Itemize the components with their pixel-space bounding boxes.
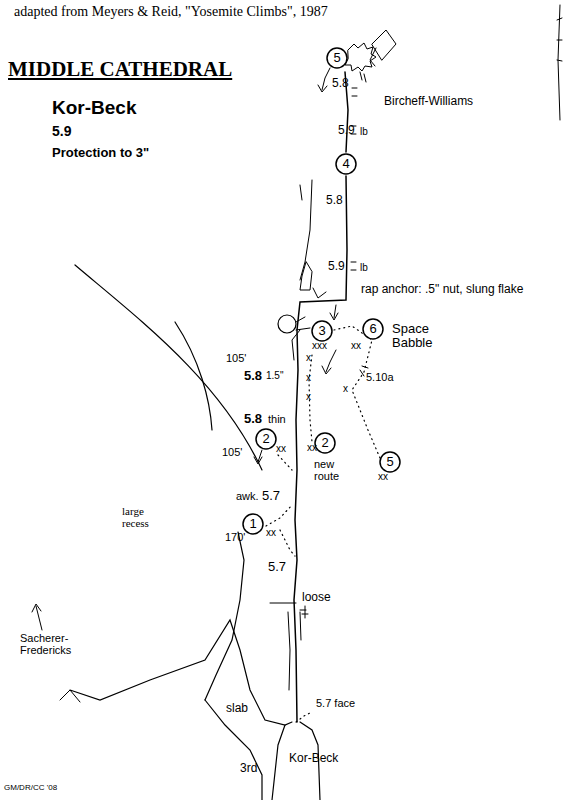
- route-label: 5.7 face: [316, 697, 355, 709]
- route-label: xx: [266, 527, 276, 538]
- route-label: 105': [222, 446, 242, 458]
- pitch-number: 2: [314, 432, 336, 454]
- route-label: Sacherer-Fredericks: [20, 632, 90, 656]
- route-label: 105': [226, 352, 246, 364]
- route-label: 5.10a: [366, 371, 394, 383]
- pitch-number: 4: [335, 153, 357, 175]
- belay-circle: 5: [379, 451, 401, 473]
- route-label: xx: [276, 443, 286, 454]
- route-label: thin: [268, 413, 286, 425]
- route-label: 5.8: [326, 194, 343, 207]
- route-label: 170': [225, 531, 245, 543]
- route-label: 5.9: [328, 260, 345, 273]
- route-label: Space Babble: [392, 322, 452, 351]
- route-label: 5.8: [244, 412, 262, 426]
- route-label: awk.: [236, 490, 259, 502]
- route-label: xx: [378, 471, 388, 482]
- route-label: x: [306, 372, 311, 383]
- belay-circle: 3: [311, 320, 333, 342]
- route-label: lb: [360, 262, 368, 273]
- route-label: xx: [307, 442, 317, 453]
- route-label: 5.8: [332, 77, 349, 90]
- route-label: 5.9: [338, 124, 355, 137]
- route-label: new route: [314, 458, 354, 482]
- route-label: 5.7: [262, 489, 280, 503]
- belay-circle: 5: [326, 47, 348, 69]
- route-label: slab: [226, 702, 248, 715]
- route-label: Kor-Beck: [289, 752, 338, 765]
- route-label: 5.7: [268, 560, 286, 574]
- route-label: rap anchor: .5" nut, slung flake: [361, 283, 523, 296]
- pitch-number: 6: [362, 318, 384, 340]
- route-label: loose: [302, 591, 331, 604]
- belay-circle: 4: [335, 153, 357, 175]
- diagram-title: MIDDLE CATHEDRAL: [8, 58, 232, 81]
- route-label: x: [343, 383, 348, 394]
- route-label: large recess: [122, 505, 172, 529]
- route-label: GM/DR/CC '08: [4, 784, 57, 793]
- route-label: Kor-Beck: [52, 98, 136, 119]
- belay-circle: 2: [255, 428, 277, 450]
- pitch-number: 2: [255, 428, 277, 450]
- route-label: Bircheff-Williams: [384, 95, 473, 108]
- route-label: xx: [351, 340, 361, 351]
- route-label: adapted from Meyers & Reid, "Yosemite Cl…: [14, 4, 328, 19]
- route-label: x: [306, 352, 311, 363]
- belay-circle: 6: [362, 318, 384, 340]
- pitch-number: 5: [326, 47, 348, 69]
- route-label: lb: [360, 126, 368, 137]
- route-label: xxx: [312, 340, 327, 351]
- pitch-number: 5: [379, 451, 401, 473]
- pitch-number: 3: [311, 320, 333, 342]
- route-label: 3rd: [240, 762, 257, 775]
- route-label: 1.5": [266, 370, 283, 381]
- route-label: 5.9: [52, 124, 71, 139]
- route-label: 5.8: [244, 369, 262, 383]
- route-label: Protection to 3": [52, 146, 149, 160]
- belay-circle: 2: [314, 432, 336, 454]
- route-label: x: [306, 391, 311, 402]
